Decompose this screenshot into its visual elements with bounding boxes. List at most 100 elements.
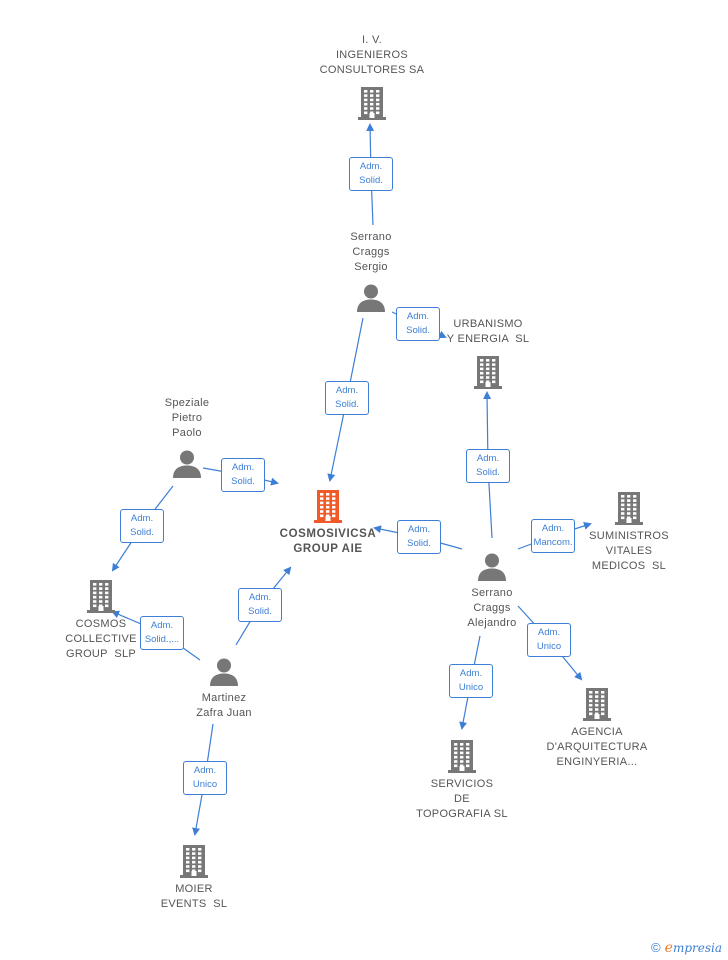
company-icon[interactable] [474, 355, 502, 394]
person-icon-wrap[interactable] [209, 657, 239, 692]
role-badge[interactable]: Adm.Solid. [466, 449, 510, 483]
role-badge-line: Adm. [406, 311, 430, 322]
role-badge-line: Adm. [130, 513, 154, 524]
role-badge-line: Adm. [459, 668, 483, 679]
node-label-line: COSMOSIVICSA [279, 528, 377, 540]
role-badge-line: Adm. [537, 627, 561, 638]
role-badge[interactable]: Adm. Unico [449, 664, 493, 698]
role-badge[interactable]: Adm. Solid. [221, 458, 265, 492]
role-badge-line: Adm. [476, 453, 500, 464]
node-label-line: I. V. [361, 34, 383, 46]
building-icon [448, 740, 476, 773]
person-icon [173, 450, 201, 478]
node-label[interactable]: AGENCIA D'ARQUITECTURA ENGINYERIA... [522, 725, 672, 770]
person-icon-wrap[interactable] [172, 449, 202, 484]
role-badge-line: Solid. [231, 476, 255, 487]
building-icon [615, 492, 643, 525]
node-label-line: Martinez [201, 692, 247, 704]
role-badge[interactable]: Adm. Solid. [325, 381, 369, 415]
company-icon[interactable] [314, 489, 342, 528]
role-badge[interactable]: Adm. Solid. [120, 509, 164, 543]
person-icon [210, 658, 238, 686]
company-icon[interactable] [448, 739, 476, 778]
building-icon [474, 356, 502, 389]
role-badge[interactable]: Adm.Solid. [396, 307, 440, 341]
company-icon[interactable] [87, 579, 115, 618]
company-icon[interactable] [583, 687, 611, 726]
person-icon-wrap[interactable] [477, 552, 507, 587]
node-label[interactable]: SUMINISTROS VITALES MEDICOS SL [554, 529, 704, 574]
node-label-line: MEDICOS SL [591, 560, 667, 572]
copyright-symbol: © [651, 940, 661, 955]
brand-initial: e [664, 940, 673, 956]
role-badge-line: Mancom. [533, 537, 573, 548]
role-badge[interactable]: Adm. Unico [527, 623, 571, 657]
node-label-line: SUMINISTROS [589, 530, 669, 542]
building-icon [180, 845, 208, 878]
company-icon[interactable] [180, 844, 208, 883]
node-label-line: GROUP SLP [65, 648, 137, 660]
node-label[interactable]: COSMOSIVICSA GROUP AIE [253, 527, 403, 557]
node-label[interactable]: URBANISMO Y ENERGIA SL [413, 317, 563, 347]
building-icon [358, 87, 386, 120]
node-label-line: MOIER [175, 883, 213, 895]
node-label-line: DE [454, 793, 470, 805]
node-label-line: Craggs [473, 602, 511, 614]
brand-name: mpresia [672, 941, 722, 955]
node-label[interactable]: COSMOS COLLECTIVE GROUP SLP [26, 617, 176, 662]
role-badge-line: Adm. [407, 524, 431, 535]
role-badge-line: Adm. [541, 523, 565, 534]
node-label-line: VITALES [605, 545, 653, 557]
role-badge-line: Adm. [359, 161, 383, 172]
node-label-line: Alejandro [467, 617, 517, 629]
person-icon [478, 553, 506, 581]
building-icon [583, 688, 611, 721]
role-badge-line: Solid. [130, 527, 154, 538]
role-badge-line: Adm. [150, 620, 174, 631]
node-label-line: Sergio [354, 261, 388, 273]
node-label-line: ENGINYERIA... [556, 756, 638, 768]
node-label-line: D'ARQUITECTURA [546, 741, 648, 753]
role-badge-line: Solid. [335, 399, 359, 410]
node-label-line: URBANISMO [453, 318, 523, 330]
node-label-line: COSMOS [75, 618, 127, 630]
node-label-line: Y ENERGIA SL [446, 333, 530, 345]
node-label-line: Speziale [164, 397, 210, 409]
role-badge[interactable]: Adm.Solid. [238, 588, 282, 622]
node-label-line: GROUP AIE [293, 543, 363, 555]
role-badge[interactable]: Adm. Solid. [349, 157, 393, 191]
role-badge[interactable]: Adm.Unico [183, 761, 227, 795]
role-badge[interactable]: Adm.Solid. [397, 520, 441, 554]
node-label-line: Pietro [171, 412, 203, 424]
node-label-line: Craggs [352, 246, 390, 258]
node-label-line: Paolo [172, 427, 202, 439]
node-label-line: CONSULTORES SA [319, 64, 425, 76]
role-badge[interactable]: Adm. Mancom. [531, 519, 575, 553]
company-icon[interactable] [615, 491, 643, 530]
node-label-line: SERVICIOS [430, 778, 494, 790]
role-badge-line: Adm. [193, 765, 217, 776]
role-badge-line: Adm. [335, 385, 359, 396]
node-label-line: Zafra Juan [196, 707, 252, 719]
node-label-line: AGENCIA [571, 726, 623, 738]
company-icon[interactable] [358, 86, 386, 125]
building-icon [314, 490, 342, 523]
role-badge-line: Solid.,... [144, 634, 180, 645]
node-label-line: COLLECTIVE [65, 633, 137, 645]
role-badge[interactable]: Adm. Solid.,... [140, 616, 184, 650]
role-badge-line: Solid. [359, 175, 383, 186]
footer-brand: ©empresia [651, 940, 722, 956]
role-badge-line: Adm. [248, 592, 272, 603]
role-badge-line: Unico [536, 641, 562, 652]
role-badge-line: Adm. [231, 462, 255, 473]
node-label-line: Serrano [471, 587, 513, 599]
role-badge-line: Unico [458, 682, 484, 693]
person-icon-wrap[interactable] [356, 283, 386, 318]
